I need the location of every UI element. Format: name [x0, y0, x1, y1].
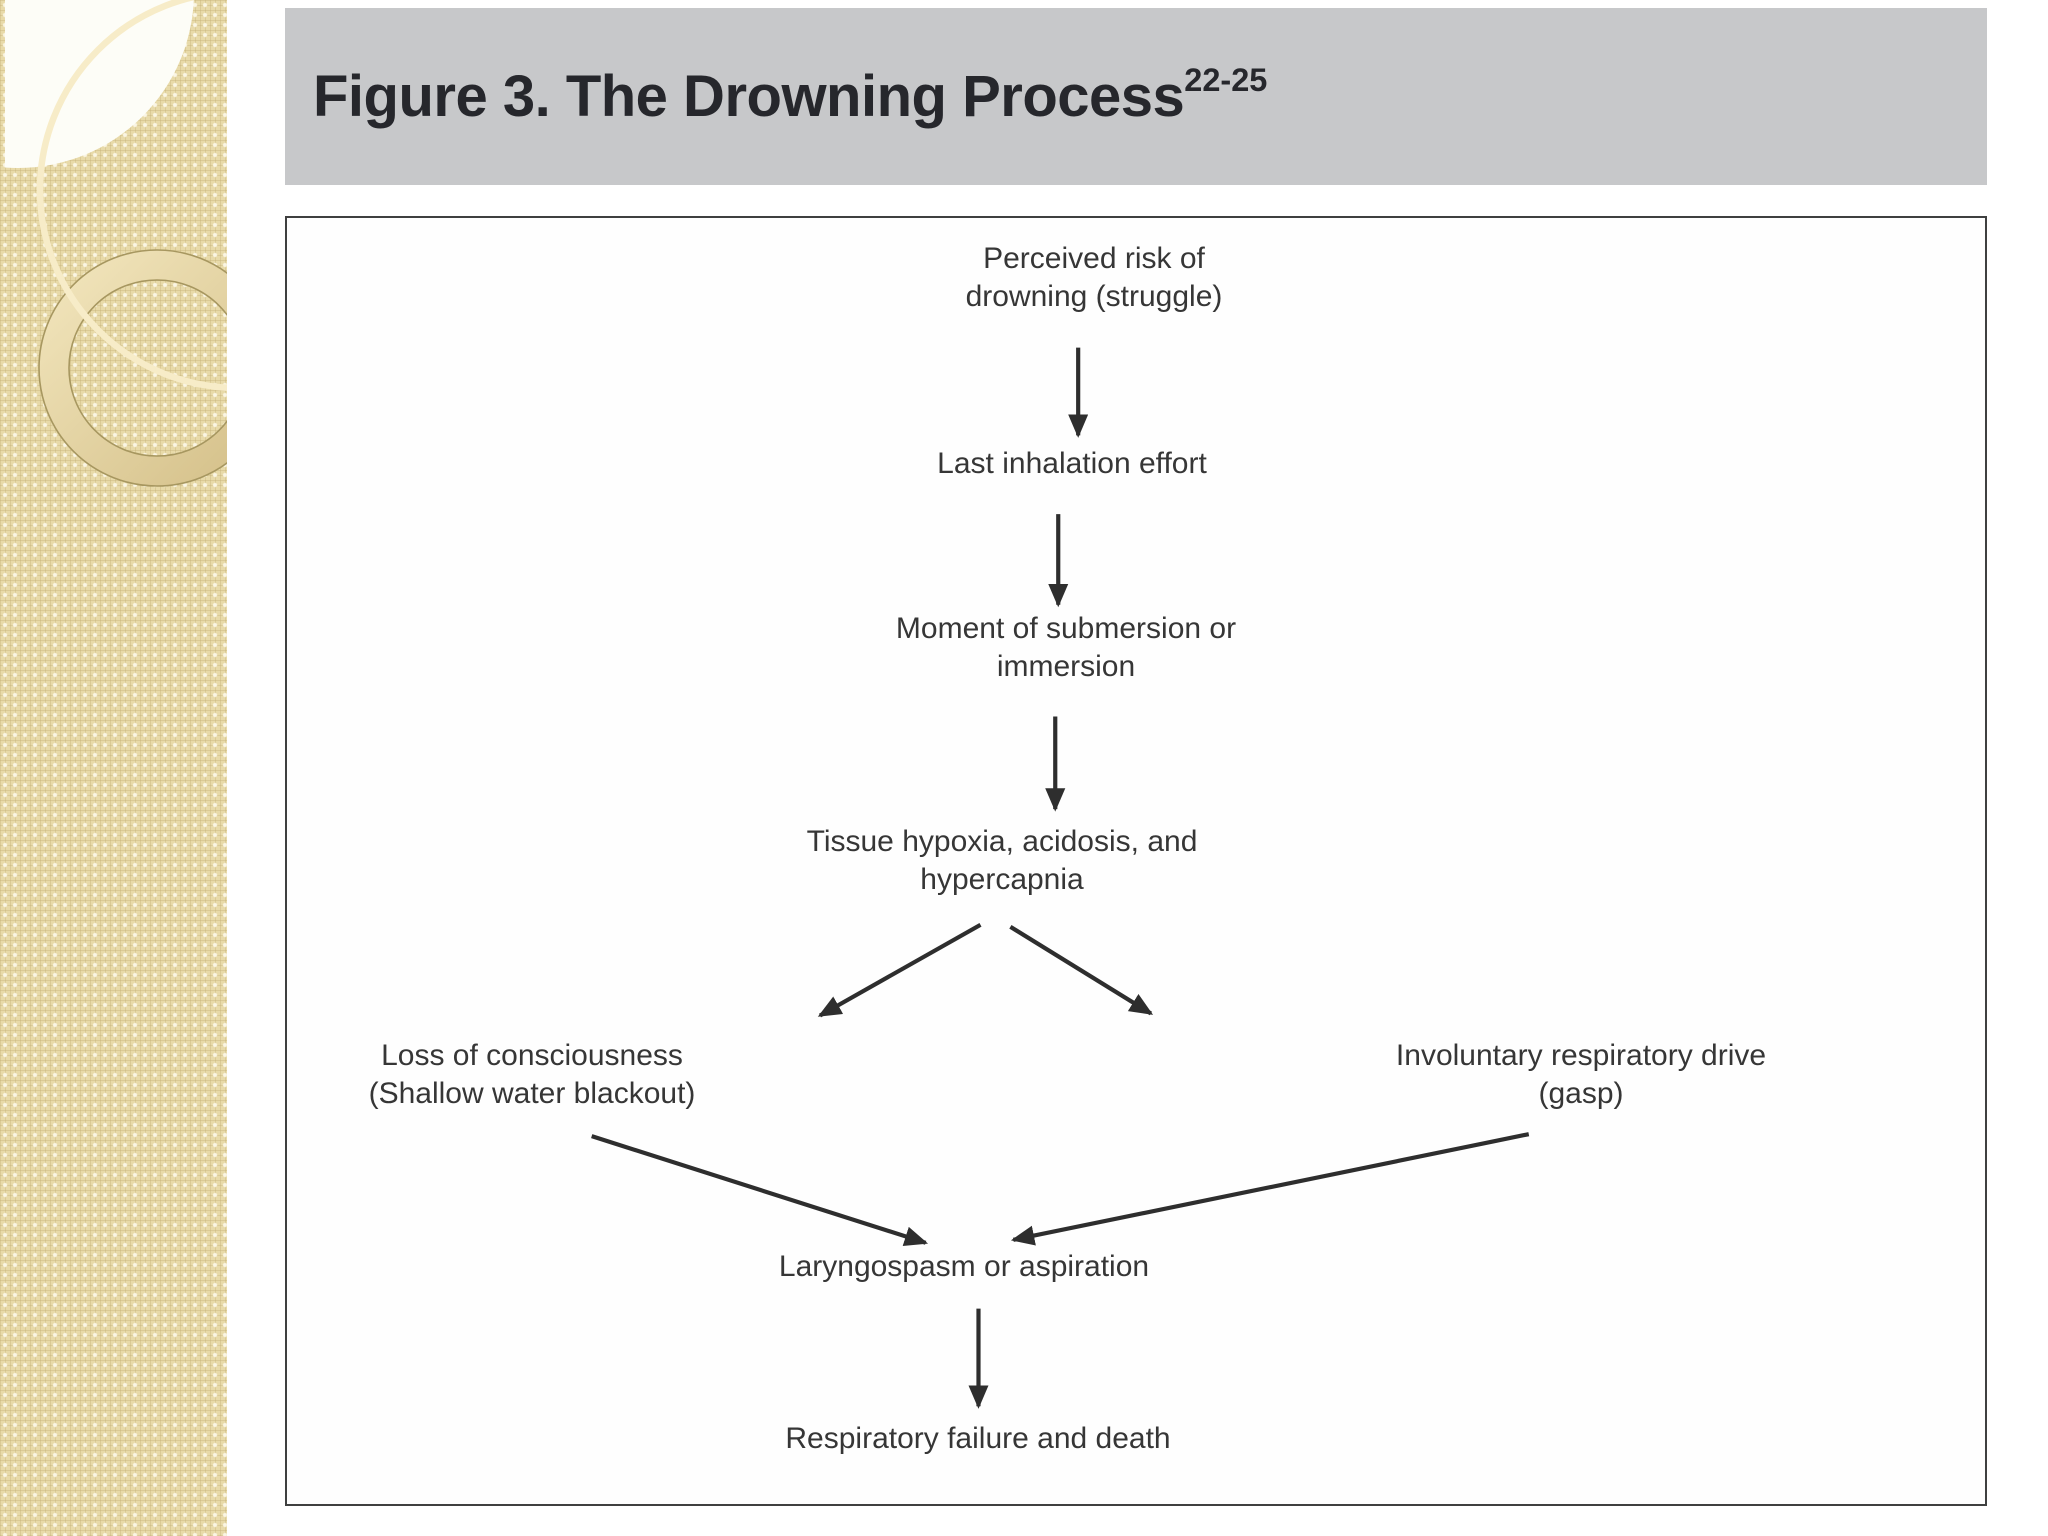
sidebar-decoration-panel	[0, 0, 227, 1536]
node-submersion-line2: immersion	[996, 650, 1136, 683]
arc-ornament	[36, 0, 227, 391]
node-loss-of-consciousness: Loss of consciousness (Shallow water bla…	[369, 1037, 696, 1113]
node-death-line1: Respiratory failure and death	[785, 1422, 1171, 1455]
node-perceived-risk-line2: drowning (struggle)	[965, 280, 1223, 313]
flowchart-figure-box: Perceived risk of drowning (struggle) La…	[285, 216, 1987, 1506]
white-disc-ornament	[5, 0, 194, 168]
figure-title-text: Figure 3. The Drowning Process	[313, 63, 1185, 129]
edge-hypoxia-to-respiratory-drive	[1009, 925, 1154, 1016]
sidebar-ornaments	[5, 0, 227, 487]
edge-respiratory-drive-to-laryngospasm	[1010, 1132, 1530, 1246]
figure-title-reference-superscript: 22-25	[1184, 62, 1268, 99]
ring-inner-outline	[68, 279, 227, 457]
node-laryngospasm: Laryngospasm or aspiration	[779, 1248, 1149, 1286]
ring-ornament	[39, 250, 227, 486]
node-perceived-risk: Perceived risk of drowning (struggle)	[966, 240, 1223, 316]
node-last-inhalation-line1: Last inhalation effort	[937, 447, 1207, 480]
node-respiratory-drive: Involuntary respiratory drive (gasp)	[1396, 1037, 1766, 1113]
node-laryngospasm-line1: Laryngospasm or aspiration	[778, 1250, 1150, 1283]
node-hypoxia: Tissue hypoxia, acidosis, and hypercapni…	[807, 823, 1198, 899]
node-submersion: Moment of submersion or immersion	[896, 610, 1236, 686]
node-death: Respiratory failure and death	[785, 1420, 1170, 1458]
node-respiratory-drive-line2: (gasp)	[1538, 1077, 1624, 1110]
edge-loss-of-consciousness-to-laryngospasm	[591, 1134, 929, 1247]
node-loss-of-consciousness-line1: Loss of consciousness	[381, 1039, 683, 1072]
node-last-inhalation: Last inhalation effort	[937, 445, 1207, 483]
node-perceived-risk-line1: Perceived risk of	[983, 242, 1205, 275]
figure-header-bar: Figure 3. The Drowning Process22-25	[285, 8, 1987, 185]
ring-outer-outline	[38, 249, 227, 487]
node-hypoxia-line2: hypercapnia	[920, 863, 1084, 896]
edge-hypoxia-to-loss-of-consciousness	[817, 922, 982, 1018]
flowchart-arrows	[591, 347, 1530, 1409]
node-hypoxia-line1: Tissue hypoxia, acidosis, and	[806, 825, 1198, 858]
figure-title: Figure 3. The Drowning Process22-25	[313, 64, 1267, 126]
node-submersion-line1: Moment of submersion or	[895, 612, 1237, 645]
node-loss-of-consciousness-line2: (Shallow water blackout)	[368, 1077, 696, 1110]
node-respiratory-drive-line1: Involuntary respiratory drive	[1395, 1039, 1767, 1072]
